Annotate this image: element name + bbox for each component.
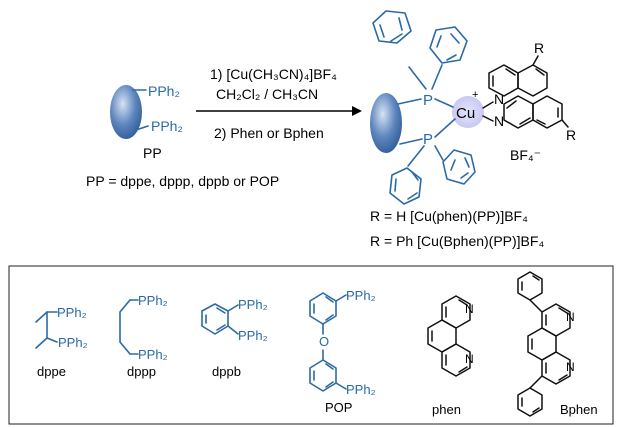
- product-legend-line1: R = H [Cu(phen)(PP)]BF₄: [370, 208, 528, 224]
- product-r-top: R: [534, 40, 544, 56]
- ligand-pop: O PPh₂ PPh₂ POP: [309, 288, 376, 415]
- cu-center-glow: [452, 96, 484, 128]
- svg-text:N: N: [566, 360, 575, 374]
- dppp-name: dppp: [127, 364, 156, 379]
- reactant-label: PP: [143, 145, 162, 161]
- product-atom-p-top: P: [423, 92, 433, 109]
- dppe-pph2-a: PPh₂: [57, 305, 87, 320]
- phenyl-bottom-left: [389, 167, 422, 205]
- ligand-dppp: PPh₂ PPh₂ dppp: [119, 293, 168, 379]
- product-counterion: BF₄⁻: [510, 147, 541, 163]
- reactant-pph2-bottom: PPh₂: [151, 118, 183, 134]
- dppb-pph2-b: PPh₂: [238, 328, 268, 343]
- dppp-pph2-b: PPh₂: [138, 347, 168, 362]
- dppe-name: dppe: [37, 364, 66, 379]
- product-legend-line2: R = Ph [Cu(Bphen)(PP)]BF₄: [370, 233, 544, 249]
- svg-text:N: N: [566, 310, 575, 324]
- product-charge: +: [472, 89, 478, 101]
- ligand-bphen: N N Bphen: [517, 271, 598, 417]
- backbone-ellipse: [110, 85, 142, 139]
- bphen-name: Bphen: [560, 402, 598, 417]
- pop-name: POP: [325, 400, 352, 415]
- product-r-bottom: R: [566, 127, 576, 143]
- dppb-name: dppb: [212, 364, 241, 379]
- pp-definition: PP = dppe, dppp, dppb or POP: [86, 173, 279, 189]
- product-atom-n-top: N: [494, 91, 504, 107]
- ligand-box: [8, 265, 614, 425]
- svg-text:N: N: [465, 302, 474, 316]
- product-phenanthroline: [488, 55, 569, 129]
- product-atom-cu: Cu: [456, 105, 475, 122]
- pop-atom-o: O: [319, 334, 329, 349]
- dppe-pph2-b: PPh₂: [58, 335, 88, 350]
- phenyl-top-right: [429, 26, 468, 64]
- phenyl-bottom-right: [442, 149, 476, 185]
- ligand-phen: N N phen: [427, 295, 474, 417]
- svg-text:N: N: [465, 352, 474, 366]
- product-atom-n-bottom: N: [494, 113, 504, 129]
- ligand-dppb: PPh₂ PPh₂ dppb: [201, 297, 268, 379]
- condition-step2: 2) Phen or Bphen: [214, 125, 324, 141]
- reactant-pp: PPh₂ PPh₂ PP PP = dppe, dppp, dppb or PO…: [86, 83, 279, 189]
- phenyl-top-left: [372, 10, 412, 44]
- reaction-arrow: 1) [Cu(CH₃CN)₄]BF₄ CH₂Cl₂ / CH₃CN 2) Phe…: [196, 66, 362, 141]
- dppb-pph2-a: PPh₂: [238, 297, 268, 312]
- product-atom-p-bottom: P: [423, 131, 433, 148]
- condition-step1: 1) [Cu(CH₃CN)₄]BF₄: [210, 66, 337, 82]
- ligand-dppe: PPh₂ PPh₂ dppe: [35, 305, 88, 379]
- product-backbone-ellipse: [370, 93, 402, 153]
- pop-pph2-a: PPh₂: [346, 288, 376, 303]
- pop-pph2-b: PPh₂: [346, 382, 376, 397]
- dppp-pph2-a: PPh₂: [138, 293, 168, 308]
- phen-name: phen: [432, 402, 461, 417]
- product-complex: P P Cu + N N R R BF₄⁻ R = H [Cu(phen)(PP…: [370, 10, 576, 249]
- reactant-pph2-top: PPh₂: [148, 83, 180, 99]
- condition-solvent: CH₂Cl₂ / CH₃CN: [216, 86, 318, 102]
